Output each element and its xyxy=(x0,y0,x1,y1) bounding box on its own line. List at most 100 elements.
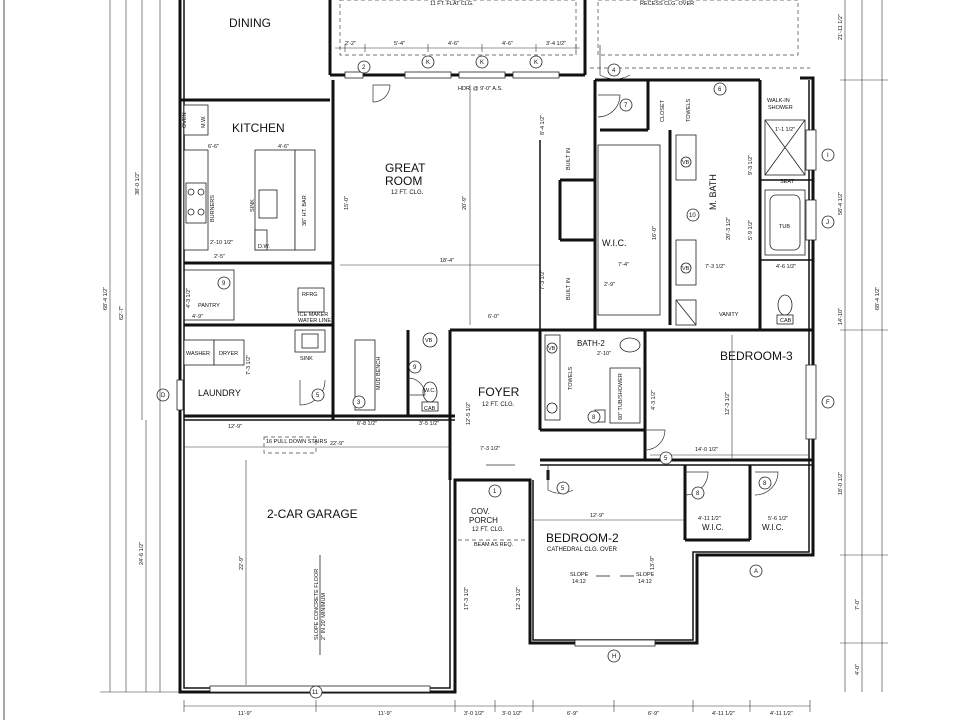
tag-bubble xyxy=(607,63,621,77)
tag-text: K xyxy=(480,60,484,66)
room-label-wic-2: W.I.C. xyxy=(702,523,724,532)
tag-text: 8 xyxy=(763,481,767,487)
tag-bubble xyxy=(758,476,772,490)
vb-label: VB xyxy=(425,338,433,344)
vanity-label: VANITY xyxy=(719,312,739,318)
slope-ratio: 14:12 xyxy=(638,579,652,585)
tag-text: H xyxy=(612,654,616,660)
dim-label: 21'-11 1/2" xyxy=(838,14,844,40)
flat-ceiling-note: 11 FT. FLAT CLG. xyxy=(430,1,474,7)
tag-bubble xyxy=(408,360,422,374)
bottom-dimensions xyxy=(183,700,811,712)
dim-label: 68'-4 1/2" xyxy=(875,287,881,310)
header-note: HDR. @ 9'-0" A.S. xyxy=(458,86,503,92)
dim-label: 6'-9" xyxy=(648,711,659,717)
tag-text: 3 xyxy=(357,400,361,406)
dim-label: 6'-6" xyxy=(208,144,219,150)
tag-bubble xyxy=(357,60,371,74)
burners-label: BURNERS xyxy=(210,195,216,222)
right-dimensions xyxy=(840,0,888,692)
tag-bubble xyxy=(587,410,601,424)
laundry-fixtures xyxy=(183,329,376,411)
slope-floor-label-2: 2" IN 20' MINIMUM xyxy=(321,593,327,640)
slope-label: SLOPE xyxy=(636,572,655,578)
kitchen-sink-label: SINK xyxy=(250,199,256,212)
vb-label: VB xyxy=(682,160,690,166)
tag-text: K xyxy=(426,60,430,66)
tag-text: 9 xyxy=(222,281,226,287)
seat-label: SEAT xyxy=(780,179,795,185)
slope-floor-label: SLOPE CONCRETE FLOOR xyxy=(314,569,320,640)
vb-label: VB xyxy=(682,266,690,272)
laundry-sink-label: SINK xyxy=(300,356,313,362)
master-closet xyxy=(597,144,661,316)
dim-label: 18'-0 1/2" xyxy=(838,472,844,495)
tag-bubbles: 2 K K K 4 6 7 10 9 9 5 3 8 5 5 8 8 1 1 xyxy=(156,55,835,699)
dim-label: 62'-7" xyxy=(119,306,125,320)
dim-label: 5'-6 1/2" xyxy=(768,516,788,522)
left-dimensions xyxy=(100,0,180,693)
dim-label: 9'-3 1/2" xyxy=(748,155,754,175)
tag-text: 5 xyxy=(316,393,320,399)
tag-text: 8 xyxy=(696,491,700,497)
dim-label: 4'-6" xyxy=(278,144,289,150)
towels-label: TOWELS xyxy=(568,367,574,390)
dim-label: 6'-8 1/2" xyxy=(357,421,377,427)
dim-label: 3'-5 1/2" xyxy=(419,421,439,427)
dim-label: 4'-6 1/2" xyxy=(776,264,796,270)
dim-label: 5'-4" xyxy=(394,41,405,47)
room-label-porch: COV. xyxy=(471,507,490,516)
dim-label: 14'-10" xyxy=(838,308,844,325)
room-label-pantry: PANTRY xyxy=(198,303,220,309)
room-label-dining: DINING xyxy=(229,16,271,30)
room-label-porch-2: PORCH xyxy=(469,516,498,525)
room-label-bedroom2: BEDROOM-2 xyxy=(546,531,619,545)
dim-label: 6'-0" xyxy=(488,314,499,320)
bar-label: 36" HT. BAR xyxy=(302,195,308,226)
tag-bubble xyxy=(488,484,502,498)
dim-label: 11'-9" xyxy=(238,711,252,717)
bedroom2-ceiling: CATHEDRAL CLG. OVER xyxy=(547,547,618,553)
tag-bubble xyxy=(821,215,835,229)
mud-bench-label: MUD BENCH xyxy=(376,357,382,390)
walkin-label: WALK-IN xyxy=(767,98,790,104)
dim-label: 7'-0" xyxy=(855,599,861,610)
tag-bubble xyxy=(821,395,835,409)
dim-label: 12'-3 1/2" xyxy=(516,587,522,610)
tag-bubble xyxy=(421,55,435,69)
towels-label: TOWELS xyxy=(686,99,692,122)
master-bath-fixtures xyxy=(675,119,806,326)
tag-bubble xyxy=(475,55,489,69)
dim-label: 7'-3 1/2" xyxy=(540,270,546,290)
dim-label: 3'-4 1/2" xyxy=(546,41,566,47)
tag-text: K xyxy=(534,60,538,66)
room-label-garage: 2-CAR GARAGE xyxy=(267,507,358,521)
tag-bubble xyxy=(309,685,323,699)
windows-top xyxy=(176,71,817,647)
tag-bubble xyxy=(749,564,763,578)
vb-label: VB xyxy=(548,346,556,352)
walkin-label: SHOWER xyxy=(768,105,793,111)
tag-bubble xyxy=(659,451,673,465)
tag-text: 2 xyxy=(362,65,366,71)
room-label-foyer: FOYER xyxy=(478,385,520,399)
tag-text: 8 xyxy=(592,415,596,421)
dim-label: 4'-6" xyxy=(448,41,459,47)
dim-label: 22'-9" xyxy=(239,556,245,570)
tag-text: 6 xyxy=(718,87,722,93)
dim-label: 14'-0 1/2" xyxy=(695,447,718,453)
washer-label: WASHER xyxy=(186,351,210,357)
dim-label: 5'-9 1/2" xyxy=(748,220,754,240)
bath2-fixtures xyxy=(544,334,641,424)
beam-note: BEAM AS REQ. xyxy=(474,542,514,548)
dim-label: 18'-4" xyxy=(440,258,454,264)
wc-label: W.C. xyxy=(424,388,436,394)
dim-label: 4'-11 1/2" xyxy=(698,516,721,522)
pulldown-label: 16 PULL DOWN STAIRS xyxy=(266,439,327,445)
powder-room-fixtures xyxy=(421,332,439,412)
room-label-great-room: GREAT xyxy=(385,161,426,175)
tag-text: A xyxy=(754,569,758,575)
dim-label: 4'-3 1/2" xyxy=(186,288,192,308)
tag-text: J xyxy=(826,220,829,226)
